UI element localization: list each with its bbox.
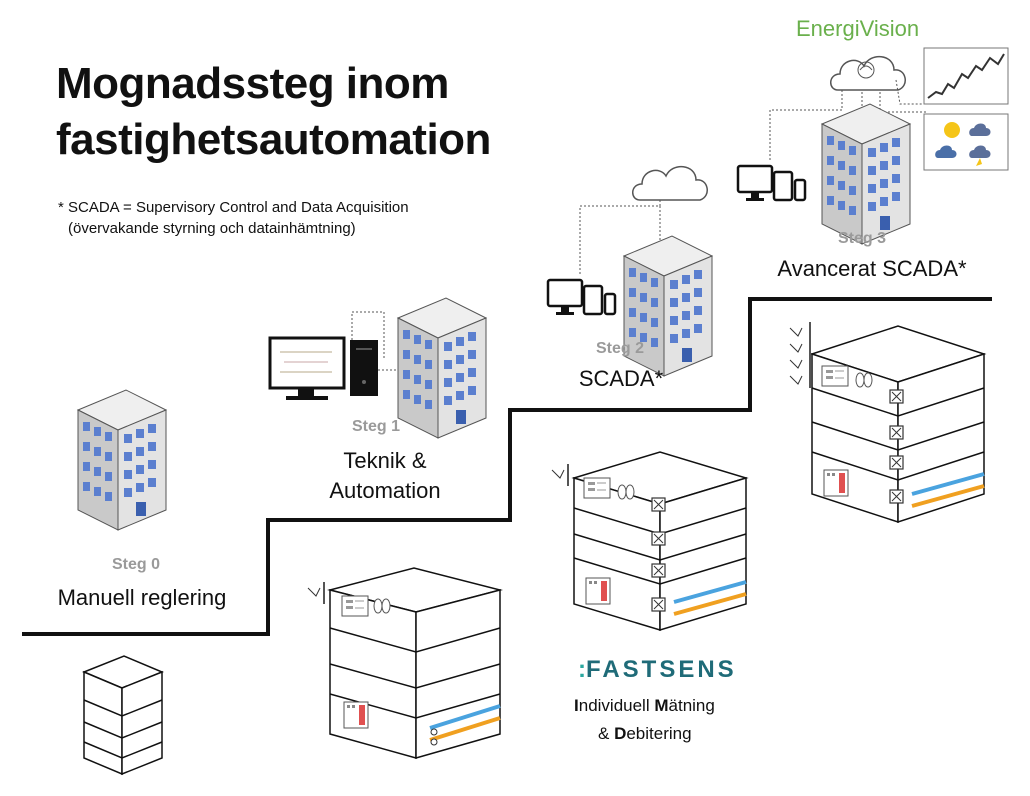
step-1-label-line-2: Automation [329,478,441,503]
fastsens-logo-text: FASTSENS [586,656,737,683]
line-chart-icon [923,47,1009,105]
weather-icon [923,113,1009,171]
tower-pc-icon [350,340,378,396]
step-3-number: Steg 3 [838,230,887,247]
page-title: Mognadssteg inom fastighetsautomation [56,56,491,168]
monitor-icon [546,278,617,317]
fs-sub1-c: M [654,696,669,715]
fastsens-subtitle-1: Individuell Mätning [574,696,715,716]
antenna-icon [789,322,811,388]
floor-stack-icon [571,451,749,632]
antenna-icon [551,464,569,486]
fastsens-subtitle-2: & Debitering [598,724,692,744]
step-2-label: SCADA* [578,366,664,391]
computer-icon [268,336,346,400]
step-0-number: Steg 0 [112,556,161,573]
building-icon [397,297,487,439]
step-1-label: Teknik & Automation [300,446,470,506]
staircase-line [22,297,992,636]
building-icon [821,103,911,245]
floor-stack-icon [327,567,503,759]
scada-footnote: * SCADA = Supervisory Control and Data A… [58,197,409,239]
floor-stack-icon [82,655,164,776]
antenna-icon [307,582,325,604]
fs-sub1-a: I [574,696,579,715]
cloud-brain-icon [829,55,906,91]
fs-sub2-c: ebitering [626,724,692,743]
step-1-label-line-1: Teknik & [343,448,427,473]
footnote-line-2: (övervakande styrning och datainhämtning… [68,220,356,237]
energivision-brand: EnergiVision [796,16,920,41]
fs-sub2-b: D [614,724,627,743]
step-1-number: Steg 1 [352,418,401,435]
title-line-1: Mognadssteg inom [56,59,449,108]
title-line-2: fastighetsautomation [56,115,491,164]
building-icon [77,389,167,531]
fs-sub1-b: ndividuell [578,696,655,715]
step-2-number: Steg 2 [596,340,645,357]
fastsens-logo: :FASTSENS [578,656,737,684]
step-0-label: Manuell reglering [57,585,227,610]
step-3-label: Avancerat SCADA* [777,256,967,281]
floor-stack-icon [809,325,987,524]
tablet-icon [736,164,807,203]
fs-sub2-a: & [598,724,615,743]
fs-sub1-d: ätning [668,696,715,715]
fastsens-logo-mark: : [578,656,586,683]
footnote-line-1: * SCADA = Supervisory Control and Data A… [58,199,409,216]
cloud-icon [631,165,708,201]
